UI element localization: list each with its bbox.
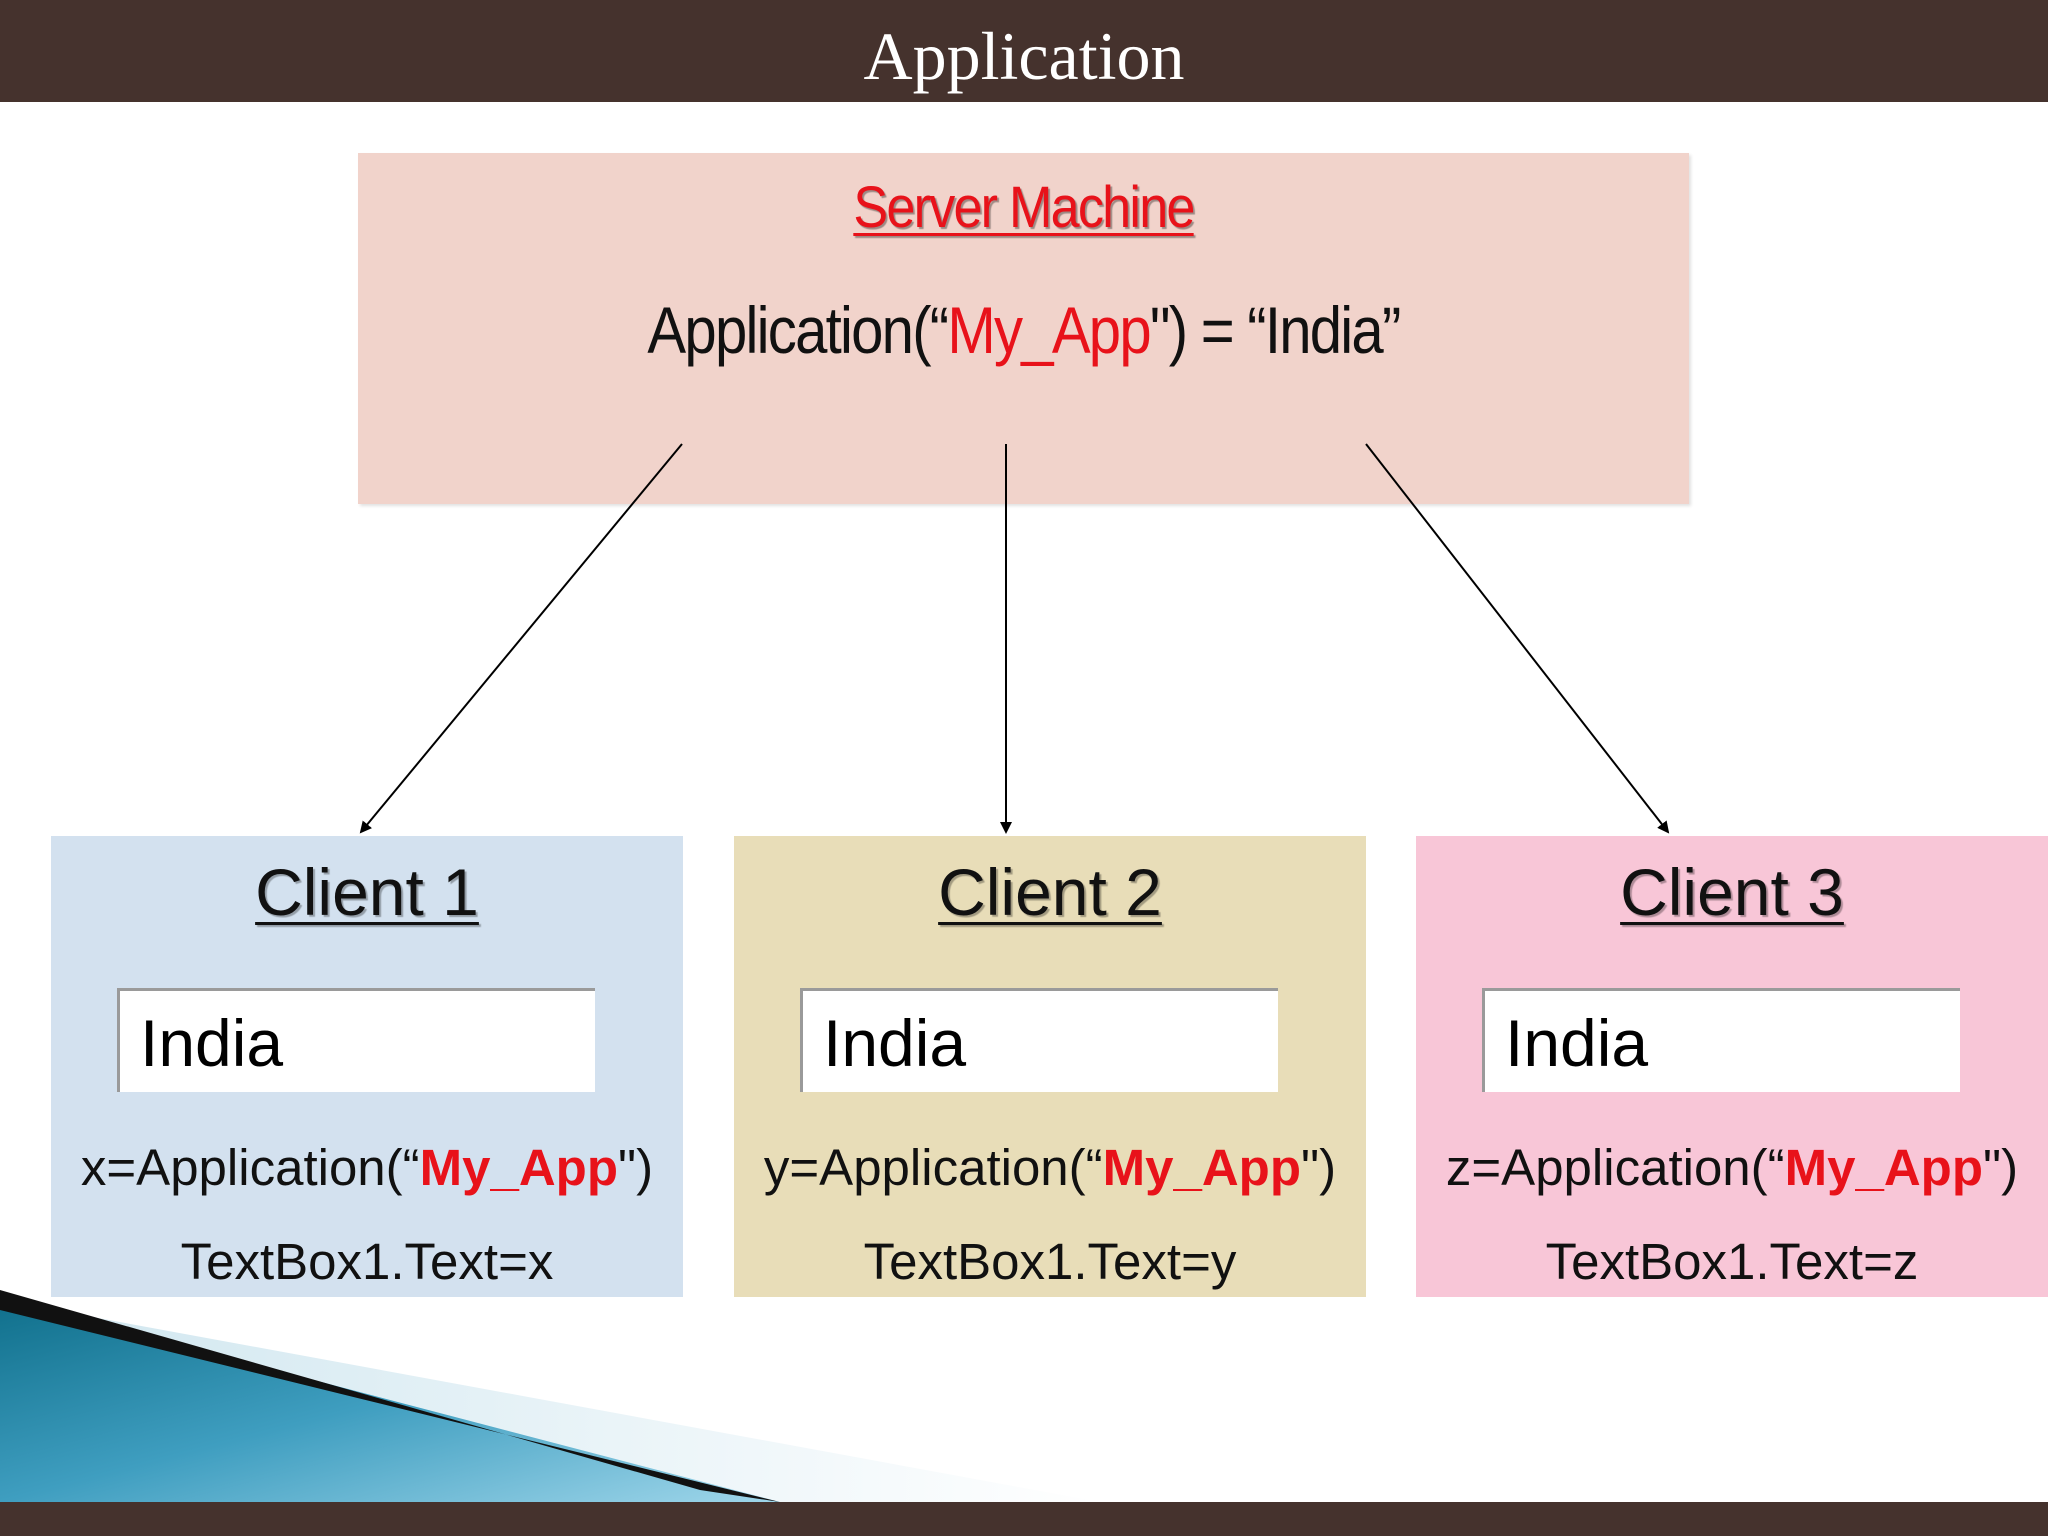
client-2-assignment: y=Application(“My_App") [734, 1138, 1366, 1197]
client-1-textbox-value: India [140, 1006, 284, 1080]
client-2-box: Client 2 India y=Application(“My_App") T… [734, 836, 1366, 1297]
bottom-bar [0, 1502, 2048, 1536]
client-2-assign-key: My_App [1102, 1139, 1301, 1196]
server-expression-key: My_App [947, 293, 1151, 367]
client-1-assignment: x=Application(“My_App") [51, 1138, 683, 1197]
client-3-box: Client 3 India z=Application(“My_App") T… [1416, 836, 2048, 1297]
decorative-swoosh [0, 1290, 1100, 1502]
client-1-setter: TextBox1.Text=x [180, 1233, 554, 1290]
client-3-assign-suffix: ") [1983, 1139, 2019, 1196]
server-expression-prefix: Application(“ [647, 293, 949, 367]
client-2-assign-suffix: ") [1301, 1139, 1337, 1196]
slide-title: Application [863, 18, 1185, 94]
client-3-assignment: z=Application(“My_App") [1416, 1138, 2048, 1197]
server-title: Server Machine [853, 175, 1195, 240]
title-bar [0, 0, 2048, 102]
server-machine-box [358, 153, 1689, 504]
client-2-setter: TextBox1.Text=y [863, 1233, 1237, 1290]
client-3-assign-prefix: z=Application(“ [1445, 1139, 1785, 1196]
server-title-wrap: Server Machine [358, 0, 1689, 260]
client-1-assign-key: My_App [419, 1139, 618, 1196]
server-expression: Application(“My_App") = “India” [438, 292, 1609, 368]
client-1-assign-prefix: x=Application(“ [80, 1139, 420, 1196]
arrow-to-client-1 [359, 443, 683, 834]
client-3-textbox-value: India [1505, 1006, 1649, 1080]
client-2-textbox-value: India [823, 1006, 967, 1080]
client-2-textbox[interactable]: India [800, 988, 1278, 1092]
client-3-assign-key: My_App [1784, 1139, 1983, 1196]
arrow-to-client-3 [1365, 443, 1670, 834]
client-2-title: Client 2 [938, 855, 1162, 929]
client-2-assign-prefix: y=Application(“ [763, 1139, 1103, 1196]
client-3-title: Client 3 [1620, 855, 1844, 929]
client-1-assign-suffix: ") [618, 1139, 654, 1196]
client-1-title: Client 1 [255, 855, 479, 929]
client-1-textbox[interactable]: India [117, 988, 595, 1092]
client-3-setter: TextBox1.Text=z [1545, 1233, 1919, 1290]
client-3-textbox[interactable]: India [1482, 988, 1960, 1092]
server-expression-suffix: ") = “India” [1149, 293, 1401, 367]
client-1-box: Client 1 India x=Application(“My_App") T… [51, 836, 683, 1297]
